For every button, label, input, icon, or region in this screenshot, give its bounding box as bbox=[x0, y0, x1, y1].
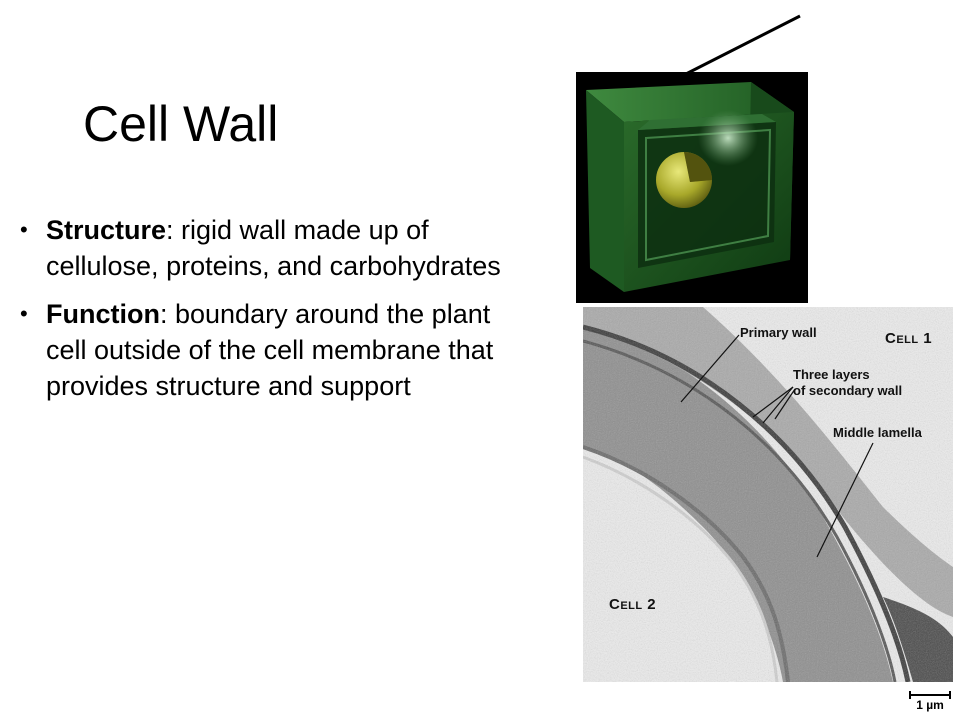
bullet-term: Structure bbox=[46, 215, 167, 245]
label-primary-wall: Primary wall bbox=[740, 325, 817, 340]
label-middle-lamella: Middle lamella bbox=[833, 425, 922, 440]
label-three-layers: Three layers bbox=[793, 367, 870, 382]
bullet-dot-icon: • bbox=[20, 217, 28, 242]
pointer-line bbox=[677, 14, 801, 80]
cell-wall-3d-illustration bbox=[576, 72, 808, 303]
label-cell-2: Cell 2 bbox=[609, 596, 657, 613]
bullet-list: • Structure: rigid wall made up of cellu… bbox=[14, 212, 504, 416]
bullet-item-structure: • Structure: rigid wall made up of cellu… bbox=[14, 212, 504, 284]
scale-bar-label: 1 µm bbox=[916, 698, 944, 712]
bullet-dot-icon: • bbox=[20, 301, 28, 326]
slide-title: Cell Wall bbox=[83, 96, 279, 152]
cell-wall-micrograph: Primary wall Three layers of secondary w… bbox=[583, 307, 953, 682]
scale-bar: 1 µm bbox=[908, 688, 952, 718]
bullet-item-function: • Function: boundary around the plant ce… bbox=[14, 296, 504, 404]
bullet-text: : rigid wall made up of cellulose, prote… bbox=[46, 215, 501, 281]
micrograph-image bbox=[583, 307, 953, 682]
bullet-text: : boundary around the plant cell outside… bbox=[46, 299, 494, 401]
bullet-term: Function bbox=[46, 299, 160, 329]
label-secondary-wall: of secondary wall bbox=[793, 383, 903, 398]
scale-bar-line bbox=[909, 691, 951, 699]
label-cell-1: Cell 1 bbox=[885, 330, 933, 347]
